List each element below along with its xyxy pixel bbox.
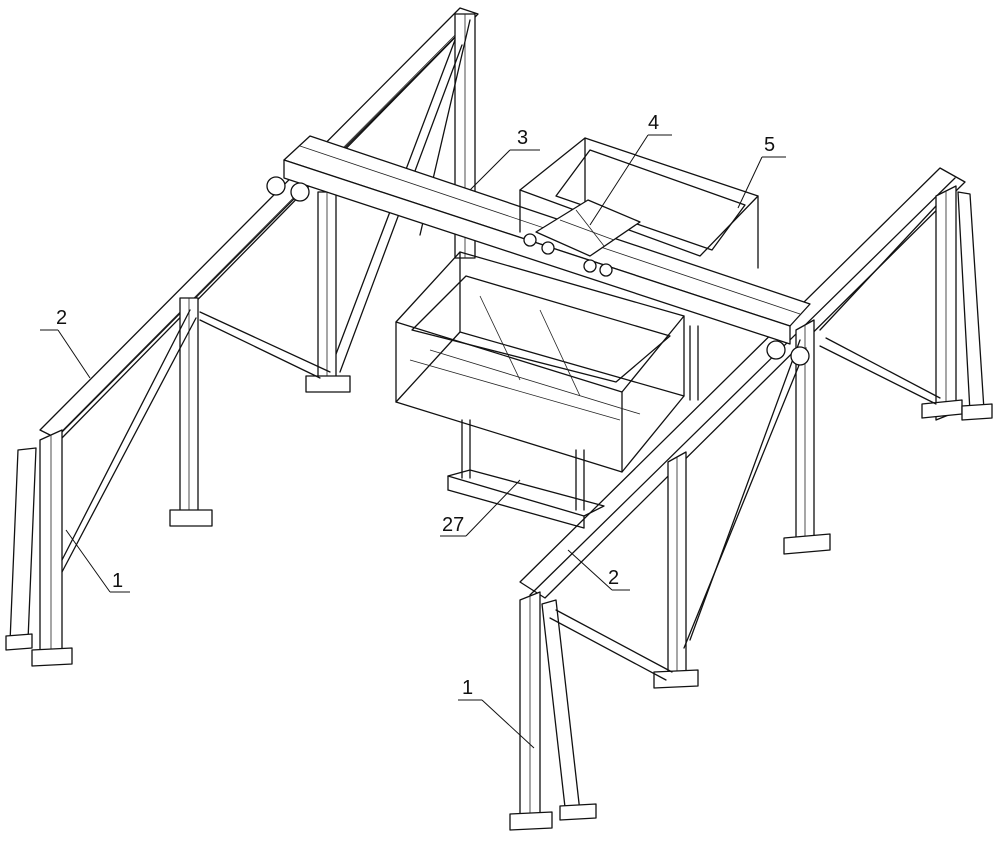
callout-label-frame-column-left: 1	[112, 570, 123, 592]
callout-3: 3	[469, 127, 540, 191]
callout-label-trolley: 4	[648, 112, 659, 134]
crossbeam	[266, 135, 811, 366]
right-frame	[509, 167, 993, 831]
callout-2-left: 2	[40, 307, 91, 379]
callout-1-front: 1	[458, 677, 535, 749]
trolley	[523, 199, 641, 277]
left-frame	[5, 7, 479, 667]
base-platform	[447, 469, 605, 529]
callout-label-hoist-frame: 5	[764, 134, 775, 156]
callout-5: 5	[737, 134, 786, 209]
callout-label-rail-right: 2	[608, 567, 619, 589]
callout-label-base-platform: 27	[442, 514, 464, 536]
callout-label-frame-column-front: 1	[462, 677, 473, 699]
callout-label-rail-left: 2	[56, 307, 67, 329]
callout-label-crossbeam: 3	[517, 127, 528, 149]
callout-1-left: 1	[65, 529, 130, 593]
callout-27: 27	[440, 479, 521, 537]
callout-4: 4	[589, 112, 672, 226]
callout-2-right: 2	[567, 549, 630, 591]
